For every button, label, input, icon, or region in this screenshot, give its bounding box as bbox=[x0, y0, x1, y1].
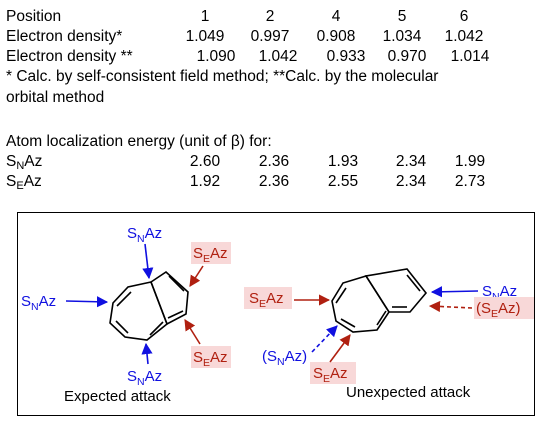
energy-cell: 2.34 bbox=[395, 153, 427, 170]
se-highlight-right-dashed bbox=[474, 297, 534, 319]
se-label-top: SEAz bbox=[193, 245, 228, 265]
se-label-right-dashed: (SEAz) bbox=[476, 300, 521, 320]
se-highlight-bottom bbox=[191, 346, 231, 368]
label-main: S bbox=[6, 153, 17, 170]
se-highlight-right-left bbox=[244, 287, 292, 309]
sn-arrow-left bbox=[65, 296, 109, 308]
row-label: Electron density ** bbox=[6, 48, 133, 65]
energy-cell: 2.36 bbox=[258, 173, 290, 190]
energy-row-label: SNAz bbox=[6, 153, 42, 175]
footnote-line: orbital method bbox=[6, 89, 105, 106]
se-arrow-right-dashed bbox=[428, 300, 473, 313]
se-label-right-left: SEAz bbox=[249, 290, 284, 310]
se-label-right-bottom: SEAz bbox=[313, 365, 348, 385]
label-sub: E bbox=[16, 180, 24, 192]
table-cell: 1.042 bbox=[258, 48, 298, 65]
footnote-line: * Calc. by self-consistent field method;… bbox=[6, 68, 439, 85]
label-main: S bbox=[6, 173, 17, 190]
table-cell: 0.970 bbox=[387, 48, 427, 65]
table-cell: 0.933 bbox=[326, 48, 366, 65]
position-header: 6 bbox=[459, 8, 469, 25]
sn-label-bottom: SNAz bbox=[127, 368, 162, 388]
energy-cell: 1.99 bbox=[454, 153, 486, 170]
table-header-label: Position bbox=[6, 8, 62, 25]
table-cell: 1.014 bbox=[450, 48, 490, 65]
position-header: 4 bbox=[331, 8, 341, 25]
energy-cell: 2.60 bbox=[189, 153, 221, 170]
left-azulene-molecule bbox=[109, 270, 189, 341]
table-cell: 1.042 bbox=[444, 28, 484, 45]
position-header: 5 bbox=[397, 8, 407, 25]
label-end: Az bbox=[24, 153, 43, 170]
row-label: Electron density* bbox=[6, 28, 123, 45]
sn-arrow-right bbox=[430, 286, 479, 298]
table-cell: 0.997 bbox=[250, 28, 290, 45]
se-highlight-right-bottom bbox=[310, 362, 356, 384]
position-header: 2 bbox=[265, 8, 275, 25]
reaction-figure-box bbox=[17, 212, 535, 416]
energy-cell: 1.93 bbox=[327, 153, 359, 170]
sn-label-top: SNAz bbox=[127, 225, 162, 245]
energy-cell: 2.36 bbox=[258, 153, 290, 170]
sn-label-bottom-dashed: (SNAz) bbox=[262, 348, 307, 368]
left-caption: Expected attack bbox=[64, 388, 171, 405]
se-highlight-top bbox=[191, 242, 231, 264]
sn-arrow-bottom bbox=[141, 342, 153, 365]
position-header: 1 bbox=[200, 8, 210, 25]
energy-cell: 2.55 bbox=[327, 173, 359, 190]
se-label-bottom: SEAz bbox=[193, 349, 228, 369]
energy-row-label: SEAz bbox=[6, 173, 42, 195]
label-sub: N bbox=[16, 160, 25, 172]
right-caption: Unexpected attack bbox=[346, 384, 471, 401]
label-end: Az bbox=[23, 173, 42, 190]
energy-cell: 2.73 bbox=[454, 173, 486, 190]
sn-arrow-bottom-dashed bbox=[311, 325, 338, 353]
table-cell: 1.049 bbox=[185, 28, 225, 45]
sn-arrow-top bbox=[142, 243, 154, 280]
table-cell: 1.034 bbox=[382, 28, 422, 45]
energy-title: Atom localization energy (unit of β) for… bbox=[6, 133, 272, 150]
se-arrow-bottom bbox=[184, 319, 201, 345]
se-arrow-top bbox=[189, 265, 204, 287]
energy-cell: 2.34 bbox=[395, 173, 427, 190]
table-cell: 1.090 bbox=[196, 48, 236, 65]
se-arrow-right-bottom bbox=[329, 334, 351, 363]
table-cell: 0.908 bbox=[316, 28, 356, 45]
right-azulene-molecule bbox=[331, 268, 428, 333]
energy-cell: 1.92 bbox=[189, 173, 221, 190]
sn-label-left: SNAz bbox=[21, 293, 56, 313]
